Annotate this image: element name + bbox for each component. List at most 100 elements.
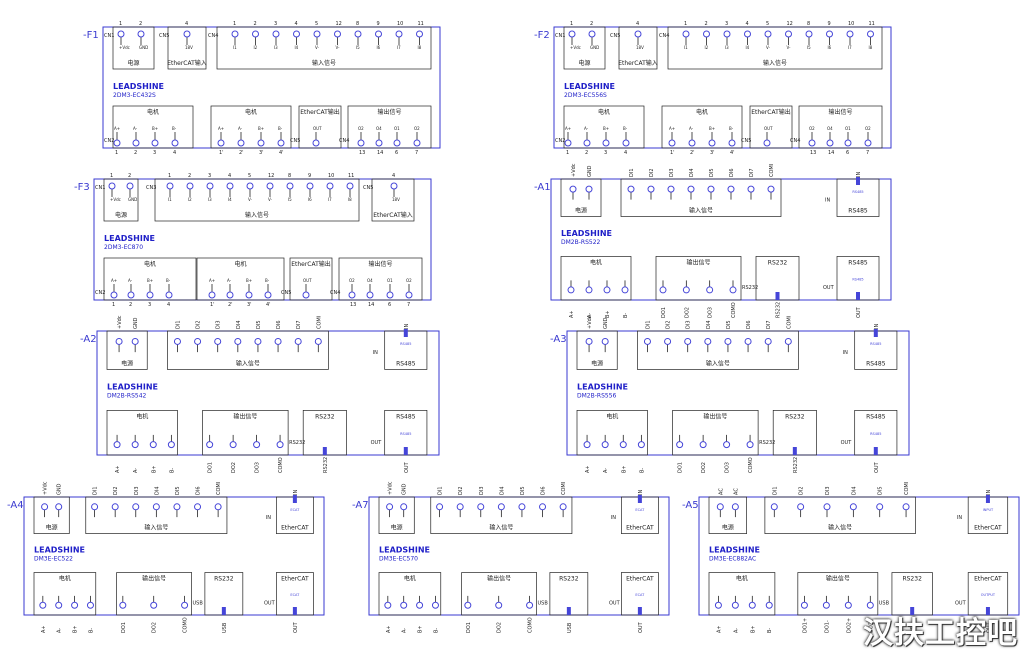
model-name: DM2B-RS556: [577, 392, 617, 399]
pin-label: I4: [295, 45, 299, 50]
module-tag: -A2: [80, 334, 97, 345]
pin-terminal: [173, 337, 181, 345]
pin-terminal: [716, 503, 724, 511]
connector-label: EtherCAT: [626, 576, 654, 583]
pin-terminal: [334, 30, 341, 38]
pin-label: A+: [669, 126, 675, 131]
pin-label: +Vdc: [587, 315, 593, 329]
pin-label: DI2: [799, 486, 805, 495]
pin-terminal: [583, 139, 591, 147]
pin-terminal: [208, 291, 216, 299]
pin-label: COMI: [216, 482, 222, 495]
pin-terminal: [688, 139, 696, 147]
pin-terminal: [729, 286, 737, 294]
model-name: DM2B-RS522: [561, 239, 601, 246]
module-tag: -F1: [83, 30, 99, 41]
connector-label: 电源: [391, 524, 403, 532]
pin-label: COMO: [731, 302, 737, 318]
pin-terminal: [39, 601, 47, 609]
pin-label: OUT: [293, 621, 299, 633]
pin-label: USB: [222, 622, 228, 633]
pin-number: 3: [208, 173, 211, 179]
pin-terminal: [386, 503, 394, 511]
connector-label: 电源: [722, 524, 734, 532]
pin-terminal: [477, 503, 485, 511]
connector-label: 输入信号: [245, 211, 269, 219]
comm-port: [985, 607, 990, 615]
pin-label: GND: [139, 45, 148, 50]
pin-number: 2: [254, 21, 257, 27]
pin-label: I5: [356, 45, 360, 50]
pin-terminal: [763, 139, 771, 147]
pin-terminal: [234, 337, 242, 345]
pin-label: O1: [394, 126, 400, 131]
pin-number: 14: [828, 150, 834, 156]
pin-label: 18V: [392, 197, 400, 202]
pin-label: +Vdc: [388, 481, 394, 495]
pin-label: COMI: [561, 482, 567, 495]
connector-box: [33, 572, 97, 616]
side-label: USB: [879, 600, 890, 606]
connector-box: [661, 105, 743, 149]
comm-port: [856, 292, 860, 300]
pin-number: 4: [624, 150, 627, 156]
pin-number: 4: [746, 21, 749, 27]
pin-terminal: [71, 601, 79, 609]
pin-label: 18V: [636, 45, 644, 50]
pin-label: DI1: [438, 486, 444, 495]
connector-box: [563, 26, 606, 70]
pin-label: B+: [605, 310, 611, 318]
connector-label: 电源: [121, 359, 133, 367]
connector-box: [289, 257, 333, 301]
pin-terminal: [91, 503, 99, 511]
connector-label: EtherCAT输出: [291, 260, 331, 268]
pin-number: 3: [153, 150, 156, 156]
pin-label: COMO: [748, 457, 754, 473]
pin-label: DO1: [678, 462, 684, 473]
pin-label: GND: [402, 483, 408, 495]
pin-number: 4': [730, 150, 735, 156]
side-label: IN: [957, 515, 962, 521]
connector-box: [667, 26, 883, 70]
pin-terminal: [823, 503, 831, 511]
pin-terminal: [539, 503, 547, 511]
connector-box: [797, 572, 879, 616]
pin-number: 1: [168, 173, 171, 179]
pin-label: DI4: [236, 320, 242, 329]
pin-terminal: [456, 503, 464, 511]
pin-number: 4: [295, 21, 298, 27]
pin-label: B-: [172, 126, 177, 131]
pin-label: A-: [733, 628, 739, 633]
pin-terminal: [844, 139, 852, 147]
pin-terminal: [246, 182, 254, 190]
pin-label: DI7: [749, 168, 755, 177]
pin-number: 12: [268, 173, 274, 179]
pin-terminal: [183, 30, 191, 38]
pin-label: DI5: [175, 486, 181, 495]
cn-label: CN5: [610, 33, 620, 39]
pin-label: A-: [57, 628, 63, 633]
pin-terminal: [277, 139, 285, 147]
pin-terminal: [226, 291, 234, 299]
pin-label: COMI: [904, 482, 910, 495]
pin-label: A-: [133, 126, 138, 131]
pin-label: COMO: [528, 617, 534, 633]
pin-number: 1: [119, 21, 122, 27]
pin-number: 13: [350, 302, 356, 308]
connector-box: [461, 572, 537, 616]
pin-terminal: [405, 291, 413, 299]
pin-label: AC: [718, 488, 724, 495]
pin-terminal: [682, 286, 690, 294]
pin-number: 13: [359, 150, 365, 156]
pin-label: O2: [414, 126, 420, 131]
pin-terminal: [518, 503, 526, 511]
pin-label: A+: [218, 126, 224, 131]
pin-number: 1: [684, 21, 687, 27]
pin-label: OUT: [404, 461, 410, 473]
connector-box: [112, 26, 155, 70]
connector-label: EtherCAT: [974, 525, 1002, 532]
pin-number: 9: [377, 21, 380, 27]
pin-label: A+: [114, 126, 120, 131]
connector-label: 输入信号: [489, 524, 513, 532]
pin-label: O4: [367, 278, 373, 283]
